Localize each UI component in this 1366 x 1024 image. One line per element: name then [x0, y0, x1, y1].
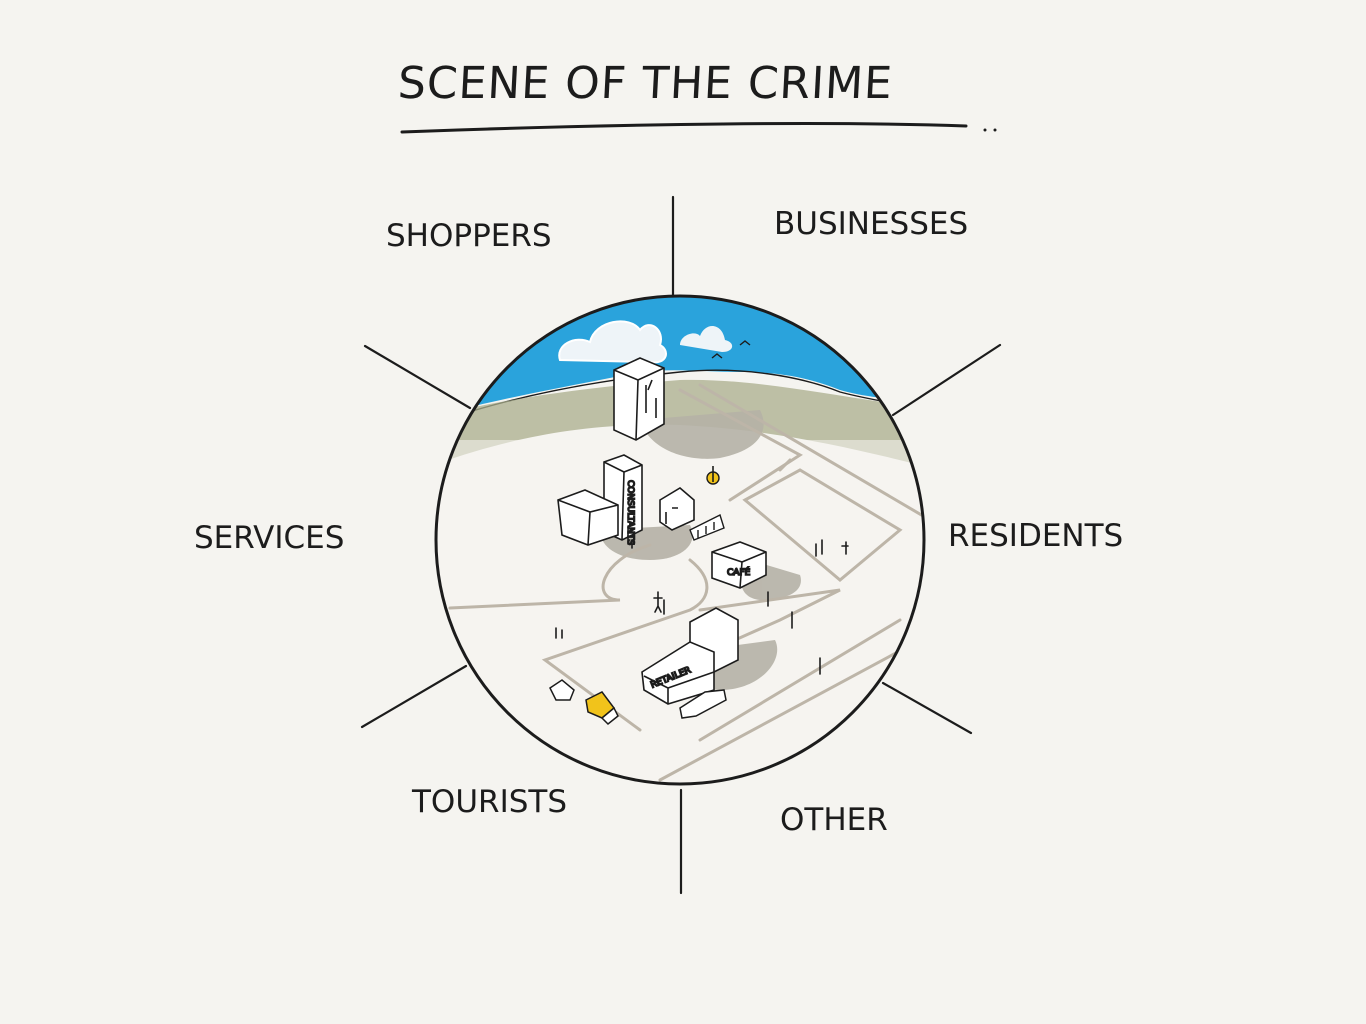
bird-icon: [711, 340, 751, 359]
road: [541, 558, 709, 732]
tower-shadow: [640, 410, 764, 459]
road: [658, 638, 922, 782]
house-building: [659, 487, 695, 531]
cloud: [680, 325, 733, 352]
person-icon: [841, 541, 849, 555]
road: [448, 543, 652, 610]
car-icon: [549, 679, 575, 701]
pedestrians: [555, 529, 849, 675]
town-scene: CONSULTANTS CAFÉ: [437, 297, 923, 783]
divider-top-right: [891, 343, 1002, 417]
underline-dot: [993, 128, 997, 132]
road: [698, 618, 902, 742]
segment-label-businesses: BUSINESSES: [774, 206, 969, 242]
underline-dot: [983, 128, 987, 132]
divider-top-left: [363, 344, 472, 410]
divider-bottom-left: [360, 664, 468, 729]
cafe-sign: CAFÉ: [727, 566, 751, 578]
market-stall: [689, 514, 725, 541]
person-icon: [653, 591, 663, 613]
segment-dividers: [360, 195, 1002, 895]
office-building: [557, 489, 619, 546]
divider-bottom-right: [881, 681, 973, 735]
horizon: [449, 369, 923, 419]
segment-label-residents: RESIDENTS: [948, 518, 1124, 554]
title-underline: [400, 122, 968, 134]
road: [778, 458, 792, 472]
person-icon: [627, 529, 633, 549]
segment-label-shoppers: SHOPPERS: [386, 218, 552, 254]
magnifier-lens: [434, 294, 926, 786]
cafe-building: CAFÉ: [711, 541, 767, 589]
tower-building: [613, 357, 665, 441]
segment-label-other: OTHER: [780, 802, 888, 838]
road: [742, 468, 903, 582]
cloud: [558, 320, 667, 364]
delivery-truck-icon: [585, 691, 619, 726]
person-icon: [815, 539, 823, 557]
person-icon: [555, 627, 563, 639]
segment-label-tourists: TOURISTS: [412, 784, 567, 820]
road: [678, 383, 923, 522]
segment-label-services: SERVICES: [194, 520, 345, 556]
car-icon: [679, 689, 727, 719]
retailer-building: RETAILER: [641, 607, 739, 705]
tower-sign: CONSULTANTS: [625, 480, 635, 545]
